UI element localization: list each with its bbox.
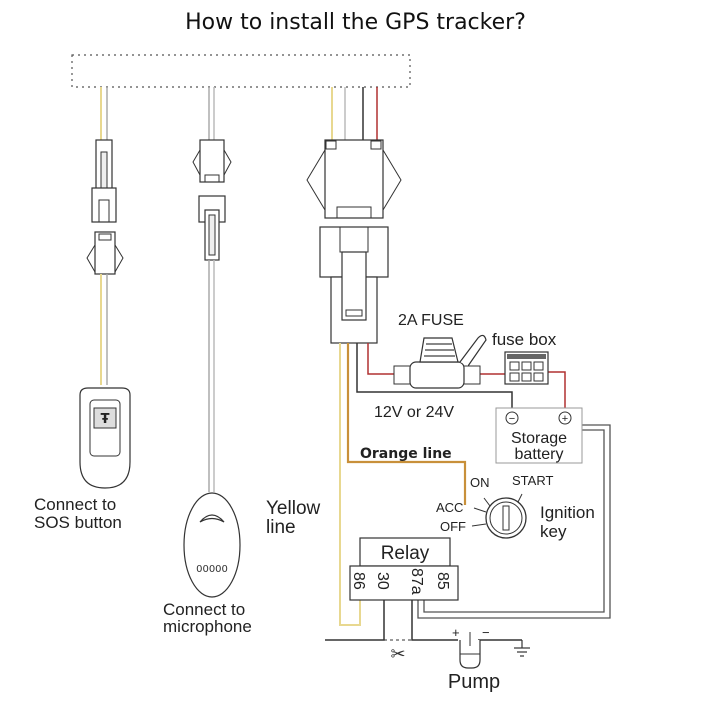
relay-header xyxy=(359,537,451,567)
ignition-label-line1: Ignition xyxy=(540,503,595,522)
relay-pin-85: 85 xyxy=(434,572,451,590)
ignition-key-icon xyxy=(471,493,527,539)
relay-label: Relay xyxy=(381,543,430,564)
relay-pin-30: 30 xyxy=(374,572,391,590)
fuse-box-label: fuse box xyxy=(492,330,557,349)
scissors-icon: ✂ xyxy=(390,644,405,665)
yellow-line-label-line2: line xyxy=(266,517,296,538)
ignition-label-line2: key xyxy=(540,522,567,541)
sos-harness: Ŧ xyxy=(79,87,131,489)
sos-label-line2: SOS button xyxy=(34,513,122,532)
ignition-on: ON xyxy=(470,475,490,490)
fuse-icon xyxy=(393,334,487,389)
ground-icon xyxy=(514,640,530,657)
battery-plus: + xyxy=(562,413,568,425)
gps-tracker-device xyxy=(71,54,411,88)
wires xyxy=(325,343,611,641)
microphone-harness: 00000 xyxy=(183,87,241,598)
voltage-label: 12V or 24V xyxy=(374,404,454,421)
microphone-label-line2: microphone xyxy=(163,617,252,636)
ignition-off: OFF xyxy=(440,519,466,534)
fuse-label: 2A FUSE xyxy=(398,312,464,329)
relay-pin-87a: 87a xyxy=(408,568,425,595)
diagram-title: How to install the GPS tracker? xyxy=(185,10,526,35)
pump-label: Pump xyxy=(448,671,500,693)
orange-line-label: Orange line xyxy=(360,446,452,462)
battery-minus: − xyxy=(509,413,515,425)
svg-text:00000: 00000 xyxy=(196,564,228,575)
battery-label-line2: battery xyxy=(515,446,564,463)
yellow-line-label-line1: Yellow xyxy=(266,498,321,519)
microphone-icon xyxy=(183,492,241,598)
sos-label-line1: Connect to xyxy=(34,495,116,514)
ignition-start: START xyxy=(512,473,553,488)
fuse-box-icon xyxy=(504,351,549,385)
pump-icon xyxy=(459,632,481,669)
battery-label-line1: Storage xyxy=(511,430,567,447)
microphone-label-line1: Connect to xyxy=(163,600,245,619)
relay-pin-86: 86 xyxy=(350,572,367,590)
ignition-acc: ACC xyxy=(436,500,463,515)
pump-minus: − xyxy=(482,625,490,640)
pump-plus: + xyxy=(452,625,460,640)
svg-text:Ŧ: Ŧ xyxy=(101,412,110,427)
main-harness xyxy=(306,87,402,344)
relay-body xyxy=(349,565,459,601)
